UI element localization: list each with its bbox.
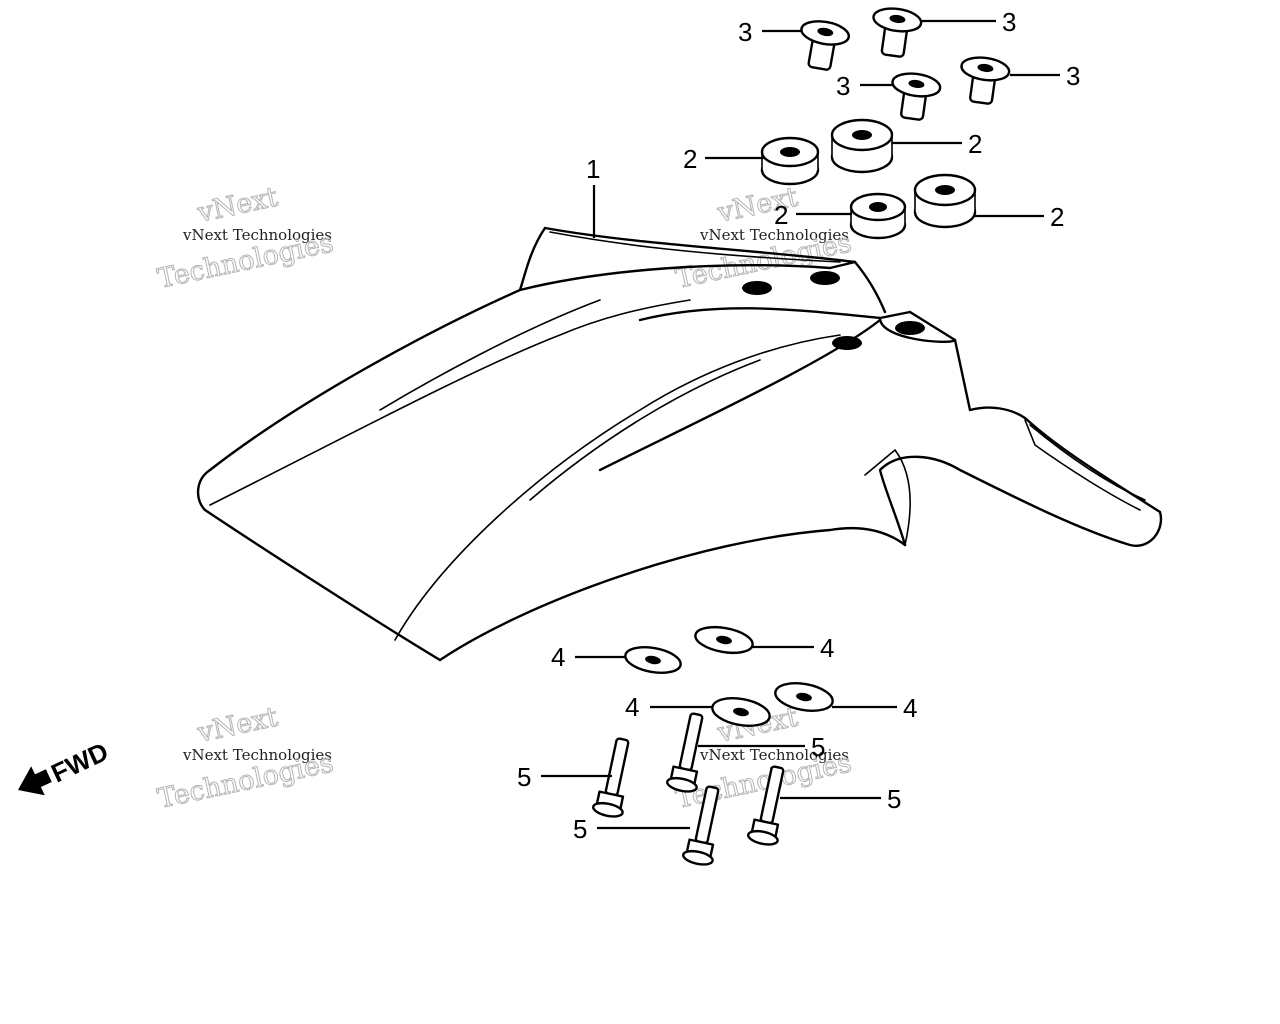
watermark-top-left: vNext vNext Technologies Technologies xyxy=(155,181,337,295)
callout-number-3: 3 xyxy=(738,17,752,47)
callout-1: 1 xyxy=(586,154,600,238)
callout-4: 4 4 4 4 xyxy=(551,633,917,723)
callout-number-4: 4 xyxy=(903,693,917,723)
callout-3: 3 3 3 3 xyxy=(738,7,1080,101)
callout-number-1: 1 xyxy=(586,154,600,184)
callout-2: 2 2 2 2 xyxy=(683,129,1064,232)
arrow-left-icon xyxy=(18,766,52,796)
watermark-text: vNext Technologies xyxy=(699,226,849,244)
watermark-text: vNext Technologies xyxy=(182,226,332,244)
fender-part-1 xyxy=(196,226,1163,662)
callout-number-2: 2 xyxy=(683,144,697,174)
callout-number-4: 4 xyxy=(820,633,834,663)
callout-number-5: 5 xyxy=(573,814,587,844)
callout-number-5: 5 xyxy=(887,784,901,814)
callout-number-3: 3 xyxy=(1066,61,1080,91)
forward-direction-indicator: FWD xyxy=(18,736,113,796)
watermark-brand: vNext xyxy=(194,182,281,229)
grommet-part-2 xyxy=(760,118,977,240)
bolt-part-5 xyxy=(591,712,785,866)
callout-5: 5 5 5 5 xyxy=(517,732,901,844)
callout-number-4: 4 xyxy=(625,692,639,722)
fwd-label: FWD xyxy=(47,736,113,788)
watermark-text: vNext Technologies xyxy=(699,746,849,764)
callout-number-5: 5 xyxy=(517,762,531,792)
collar-part-3 xyxy=(800,7,1011,121)
callout-number-5: 5 xyxy=(811,732,825,762)
callout-number-3: 3 xyxy=(836,71,850,101)
callout-number-3: 3 xyxy=(1002,7,1016,37)
watermark-bottom-left: vNext vNext Technologies Technologies xyxy=(155,701,337,815)
callout-number-2: 2 xyxy=(1050,202,1064,232)
callout-number-2: 2 xyxy=(774,200,788,230)
watermark-brand: vNext xyxy=(194,702,281,749)
callout-number-4: 4 xyxy=(551,642,565,672)
callout-number-2: 2 xyxy=(968,129,982,159)
washer-part-4 xyxy=(624,625,834,727)
watermark-text: vNext Technologies xyxy=(182,746,332,764)
